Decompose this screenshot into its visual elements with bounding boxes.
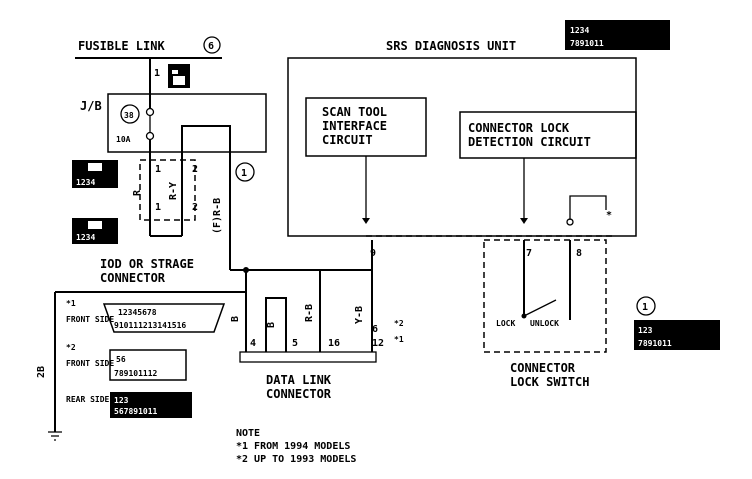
iod-connector-label-1: IOD OR STRAGE xyxy=(100,257,194,271)
wire-label-f-rb: (F)R-B xyxy=(212,198,223,234)
conn-lock-box xyxy=(459,111,637,159)
right-connector-icon xyxy=(634,320,720,350)
data-link-label-2: CONNECTOR xyxy=(266,387,332,401)
scan-tool-label-3: CIRCUIT xyxy=(322,133,373,147)
scan-tool-arrow xyxy=(362,218,370,224)
jb-jumper xyxy=(181,125,231,172)
front-side-label-1: FRONT SIDE xyxy=(66,315,114,324)
pin-8: 8 xyxy=(576,248,582,259)
wire-b-pin5 xyxy=(265,297,287,352)
circle-marker-1 xyxy=(235,162,255,182)
front-connector-2-bottom: 789101112 xyxy=(114,369,158,378)
lock-label: LOCK xyxy=(496,319,515,328)
rear-side-label: REAR SIDE xyxy=(66,395,110,404)
connector-icon-2-key xyxy=(88,221,102,229)
fuse-number-circle xyxy=(120,104,140,124)
rear-connector-top: 123 xyxy=(114,396,129,405)
data-link-label-1: DATA LINK xyxy=(266,373,332,387)
right-connector-top: 123 xyxy=(638,326,653,335)
wire-label-rb: R-B xyxy=(304,304,315,322)
ground-star: * xyxy=(606,210,612,221)
switch-pivot xyxy=(521,313,527,319)
fuse-terminal-bottom xyxy=(145,131,155,141)
fuse-amp: 10A xyxy=(116,135,131,144)
pin-4: 4 xyxy=(250,338,256,349)
circle-marker-1-right xyxy=(636,296,656,316)
scan-tool-label-1: SCAN TOOL xyxy=(322,105,387,119)
fuse-number: 38 xyxy=(124,111,134,120)
srs-unit-label: SRS DIAGNOSIS UNIT xyxy=(386,39,516,53)
connector-icon-1-key xyxy=(88,163,102,171)
pin-12: 12 xyxy=(372,338,384,349)
wire-label-yb: Y-B xyxy=(354,306,365,324)
connector-icon-fusible-slot xyxy=(173,76,185,85)
lock-detect-arrow xyxy=(520,218,528,224)
circle-marker-1-text: 1 xyxy=(241,168,247,179)
srs-connector-top: 1234 xyxy=(570,26,589,35)
pin-16: 16 xyxy=(328,338,340,349)
scan-tool-label-2: INTERFACE xyxy=(322,119,387,133)
connector-icon-1-code: 1234 xyxy=(76,178,95,187)
fuse-terminal-top xyxy=(145,107,155,117)
note-1: *1 FROM 1994 MODELS xyxy=(236,441,350,452)
lock-switch-label-1: CONNECTOR xyxy=(510,361,576,375)
ground-label: 2B xyxy=(36,366,47,378)
star2-pin6: *2 xyxy=(394,319,404,328)
note-2: *2 UP TO 1993 MODELS xyxy=(236,454,356,465)
front-connector-1-top: 12345678 xyxy=(118,308,157,317)
jb-label: J/B xyxy=(80,99,102,113)
front-connector-2-top: 56 xyxy=(116,355,126,364)
star1-pin12: *1 xyxy=(394,335,404,344)
wire-label-r: R xyxy=(132,189,143,196)
pin-5: 5 xyxy=(292,338,298,349)
ground-loop xyxy=(569,195,607,220)
switch-lever xyxy=(523,299,557,317)
connector-icon-fusible-tab xyxy=(172,70,178,74)
lock-switch-label-2: LOCK SWITCH xyxy=(510,375,589,389)
ground-terminal xyxy=(566,218,574,226)
unlock-label: UNLOCK xyxy=(530,319,559,328)
circle-marker-1-right-text: 1 xyxy=(642,302,648,313)
pin-1a: 1 xyxy=(155,164,161,175)
srs-connector-bottom: 7891011 xyxy=(570,39,604,48)
pin-2a: 2 xyxy=(192,164,198,175)
pin-2b: 2 xyxy=(192,202,198,213)
pin-1b: 1 xyxy=(155,202,161,213)
note-title: NOTE xyxy=(236,428,260,439)
connector-dashed-box xyxy=(139,159,196,221)
lock-switch-box xyxy=(483,239,607,353)
front-connector-2-outline xyxy=(109,349,187,381)
conn-lock-label-1: CONNECTOR LOCK xyxy=(468,121,570,135)
pin-6: 6 xyxy=(372,324,378,335)
front-side-star2: *2 xyxy=(66,343,76,352)
wire-label-ry: R-Y xyxy=(168,182,179,200)
conn-lock-label-2: DETECTION CIRCUIT xyxy=(468,135,591,149)
wire-label-b2: B xyxy=(266,322,277,328)
right-connector-bottom: 7891011 xyxy=(638,339,672,348)
srs-connector-icon xyxy=(565,20,670,50)
ground-symbol xyxy=(48,431,62,441)
connector-icon-2-code: 1234 xyxy=(76,233,95,242)
fusible-link-number: 6 xyxy=(208,41,214,52)
front-side-label-2: FRONT SIDE xyxy=(66,359,114,368)
fusible-link-number-circle xyxy=(203,36,221,54)
iod-connector-label-2: CONNECTOR xyxy=(100,271,166,285)
rear-connector-bottom: 567891011 xyxy=(114,407,158,416)
front-side-star1: *1 xyxy=(66,299,76,308)
junction-block-box xyxy=(107,93,267,153)
data-link-connector-bar xyxy=(239,351,377,363)
pin-1-label: 1 xyxy=(154,68,160,79)
pin-9: 9 xyxy=(370,248,376,259)
pin-7: 7 xyxy=(526,248,532,259)
wire-label-b: B xyxy=(230,316,241,322)
front-connector-1-bottom: 910111213141516 xyxy=(114,321,186,330)
fusible-link-label: FUSIBLE LINK xyxy=(78,39,165,53)
rear-connector-outline xyxy=(110,392,192,418)
front-connector-1-outline xyxy=(102,303,226,333)
